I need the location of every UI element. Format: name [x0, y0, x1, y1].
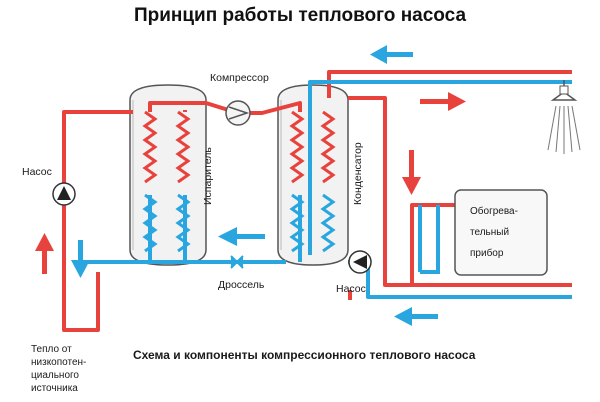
evaporator-label: Испаритель	[202, 147, 214, 205]
heater-label-line: прибор	[470, 248, 504, 259]
right-pump-symbol	[348, 250, 372, 274]
heater-box	[454, 189, 548, 276]
evaporator-hot-coil	[142, 110, 191, 184]
arrow-red-down	[402, 150, 421, 195]
flow-arrows	[35, 45, 466, 326]
diagram-title: Принцип работы теплового насоса	[133, 5, 467, 26]
compressor-label: Компрессор	[210, 72, 269, 84]
condenser-hot-coil	[289, 110, 336, 184]
arrow-mid-blue-left	[218, 227, 265, 246]
shower-icon	[547, 80, 581, 154]
throttle-label: Дроссель	[218, 279, 265, 291]
heat-source-line: низкопотен-	[31, 357, 87, 368]
left-pump-symbol	[52, 182, 76, 206]
compressor-symbol	[225, 100, 251, 126]
heat-source-line: циального	[31, 370, 79, 381]
condenser-label: Конденсатор	[352, 142, 364, 205]
hot-pipes	[62, 70, 572, 332]
throttle-valve-symbol	[230, 255, 244, 269]
heater-label: Обогрева- тельный прибор	[470, 201, 518, 264]
heater-label-line: Обогрева-	[470, 206, 518, 217]
arrow-left-blue-down	[71, 240, 90, 278]
arrow-top-blue-left	[370, 45, 413, 64]
arrow-red-right	[420, 92, 466, 111]
arrow-left-red-up	[35, 233, 54, 274]
heat-source-line: источника	[31, 383, 78, 394]
left-pump-label: Насос	[22, 166, 52, 178]
right-pump-label: Насос	[336, 283, 366, 295]
arrow-bottom-blue-left	[394, 307, 438, 326]
heat-source-line: Тепло от	[31, 344, 72, 355]
condenser-cold-coil	[289, 193, 336, 253]
evaporator-tank	[129, 84, 207, 266]
evaporator-cold-coil	[142, 193, 191, 253]
heater-label-line: тельный	[470, 227, 510, 238]
heat-source-label: Тепло от низкопотен- циального источника	[31, 343, 86, 395]
diagram-caption: Схема и компоненты компрессионного тепло…	[133, 348, 476, 362]
condenser-tank	[277, 84, 349, 266]
